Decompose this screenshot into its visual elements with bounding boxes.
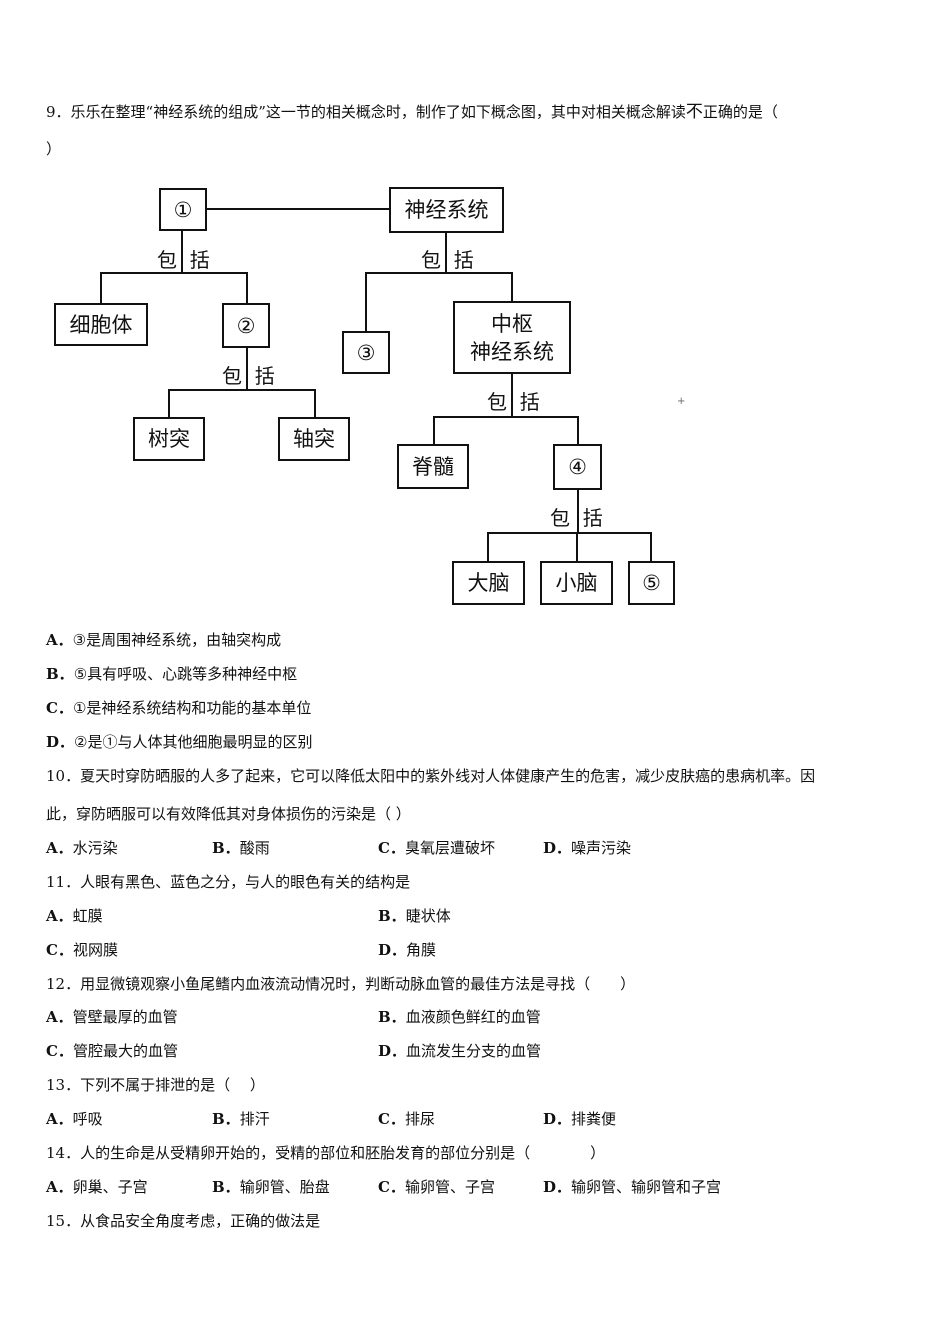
connector bbox=[511, 272, 513, 302]
q11-option-a: A．虹膜 bbox=[46, 907, 103, 925]
connector bbox=[365, 272, 367, 332]
q9-stem-emphasis: 不 bbox=[685, 102, 703, 122]
q15-stem: 15．从食品安全角度考虑，正确的做法是 bbox=[46, 1212, 321, 1230]
q12-option-a: A．管壁最厚的血管 bbox=[46, 1008, 178, 1026]
box-cns-line1: 中枢 bbox=[491, 311, 533, 336]
connector bbox=[511, 373, 513, 417]
box-2: ② bbox=[222, 303, 270, 348]
box-cerebellum: 小脑 bbox=[540, 561, 613, 605]
include-label: 包 括 bbox=[222, 364, 275, 388]
q13-stem: 13．下列不属于排泄的是（ ） bbox=[46, 1076, 265, 1094]
q11-option-b: B．睫状体 bbox=[378, 907, 451, 925]
connector bbox=[433, 416, 579, 418]
connector bbox=[576, 532, 578, 562]
q14-option-c: C．输卵管、子宫 bbox=[378, 1178, 495, 1196]
q9-stem-close: ） bbox=[46, 140, 62, 158]
q14-option-a: A．卵巢、子宫 bbox=[46, 1178, 148, 1196]
connector bbox=[246, 347, 248, 390]
connector bbox=[487, 532, 652, 534]
q11-stem: 11．人眼有黑色、蓝色之分，与人的眼色有关的结构是 bbox=[46, 873, 411, 891]
box-1: ① bbox=[159, 188, 207, 231]
q10-option-b: B．酸雨 bbox=[212, 839, 270, 857]
stray-mark: + bbox=[677, 396, 686, 407]
q11-option-d: D．角膜 bbox=[378, 941, 437, 959]
q9-option-b: B．⑤具有呼吸、心跳等多种神经中枢 bbox=[46, 665, 298, 683]
connector bbox=[168, 389, 316, 391]
box-axon: 轴突 bbox=[278, 417, 350, 461]
q12-stem: 12．用显微镜观察小鱼尾鳍内血液流动情况时，判断动脉血管的最佳方法是寻找（ ） bbox=[46, 975, 636, 993]
q13-option-d: D．排粪便 bbox=[543, 1110, 617, 1128]
q9-option-c: C．①是神经系统结构和功能的基本单位 bbox=[46, 699, 312, 717]
q11-option-c: C．视网膜 bbox=[46, 941, 118, 959]
q14-stem: 14．人的生命是从受精卵开始的，受精的部位和胚胎发育的部位分别是（ ） bbox=[46, 1144, 606, 1162]
box-spinal-cord: 脊髓 bbox=[397, 444, 469, 489]
connector bbox=[487, 532, 489, 562]
connector bbox=[577, 490, 579, 534]
q9-option-a: A．③是周围神经系统，由轴突构成 bbox=[46, 631, 282, 649]
connector bbox=[314, 389, 316, 418]
q12-option-d: D．血流发生分支的血管 bbox=[378, 1042, 542, 1060]
q13-option-b: B．排汗 bbox=[212, 1110, 270, 1128]
box-nervous-system: 神经系统 bbox=[389, 187, 504, 233]
q9-option-d: D．②是①与人体其他细胞最明显的区别 bbox=[46, 733, 313, 751]
connector bbox=[181, 230, 183, 273]
q14-option-b: B．输卵管、胎盘 bbox=[212, 1178, 330, 1196]
box-dendrite: 树突 bbox=[133, 417, 205, 461]
q10-option-d: D．噪声污染 bbox=[543, 839, 632, 857]
box-3: ③ bbox=[342, 331, 390, 374]
include-label: 包 括 bbox=[550, 506, 603, 530]
q10-option-c: C．臭氧层遭破坏 bbox=[378, 839, 495, 857]
include-label: 包 括 bbox=[487, 390, 540, 414]
box-5: ⑤ bbox=[628, 561, 675, 605]
include-label: 包 括 bbox=[421, 248, 474, 272]
box-cerebrum: 大脑 bbox=[452, 561, 525, 605]
box-cns: 中枢 神经系统 bbox=[453, 301, 571, 374]
connector bbox=[577, 416, 579, 445]
include-label: 包 括 bbox=[157, 248, 210, 272]
box-cell-body: 细胞体 bbox=[54, 303, 148, 346]
connector bbox=[207, 208, 390, 210]
q12-option-c: C．管腔最大的血管 bbox=[46, 1042, 178, 1060]
connector bbox=[445, 232, 447, 273]
box-cns-line2: 神经系统 bbox=[470, 339, 554, 364]
connector bbox=[100, 272, 248, 274]
q9-stem: 9．乐乐在整理“神经系统的组成”这一节的相关概念时，制作了如下概念图，其中对相关… bbox=[46, 102, 778, 122]
box-4: ④ bbox=[553, 444, 602, 490]
q10-stem-line2: 此，穿防晒服可以有效降低其对身体损伤的污染是（ ） bbox=[46, 805, 411, 823]
q13-option-c: C．排尿 bbox=[378, 1110, 435, 1128]
q10-option-a: A．水污染 bbox=[46, 839, 118, 857]
q14-option-d: D．输卵管、输卵管和子宫 bbox=[543, 1178, 722, 1196]
q10-stem-line1: 10．夏天时穿防晒服的人多了起来，它可以降低太阳中的紫外线对人体健康产生的危害，… bbox=[46, 767, 816, 785]
connector bbox=[365, 272, 513, 274]
connector bbox=[168, 389, 170, 418]
connector bbox=[433, 416, 435, 445]
connector bbox=[246, 272, 248, 304]
connector bbox=[100, 272, 102, 304]
q12-option-b: B．血液颜色鲜红的血管 bbox=[378, 1008, 541, 1026]
q13-option-a: A．呼吸 bbox=[46, 1110, 103, 1128]
connector bbox=[650, 532, 652, 562]
